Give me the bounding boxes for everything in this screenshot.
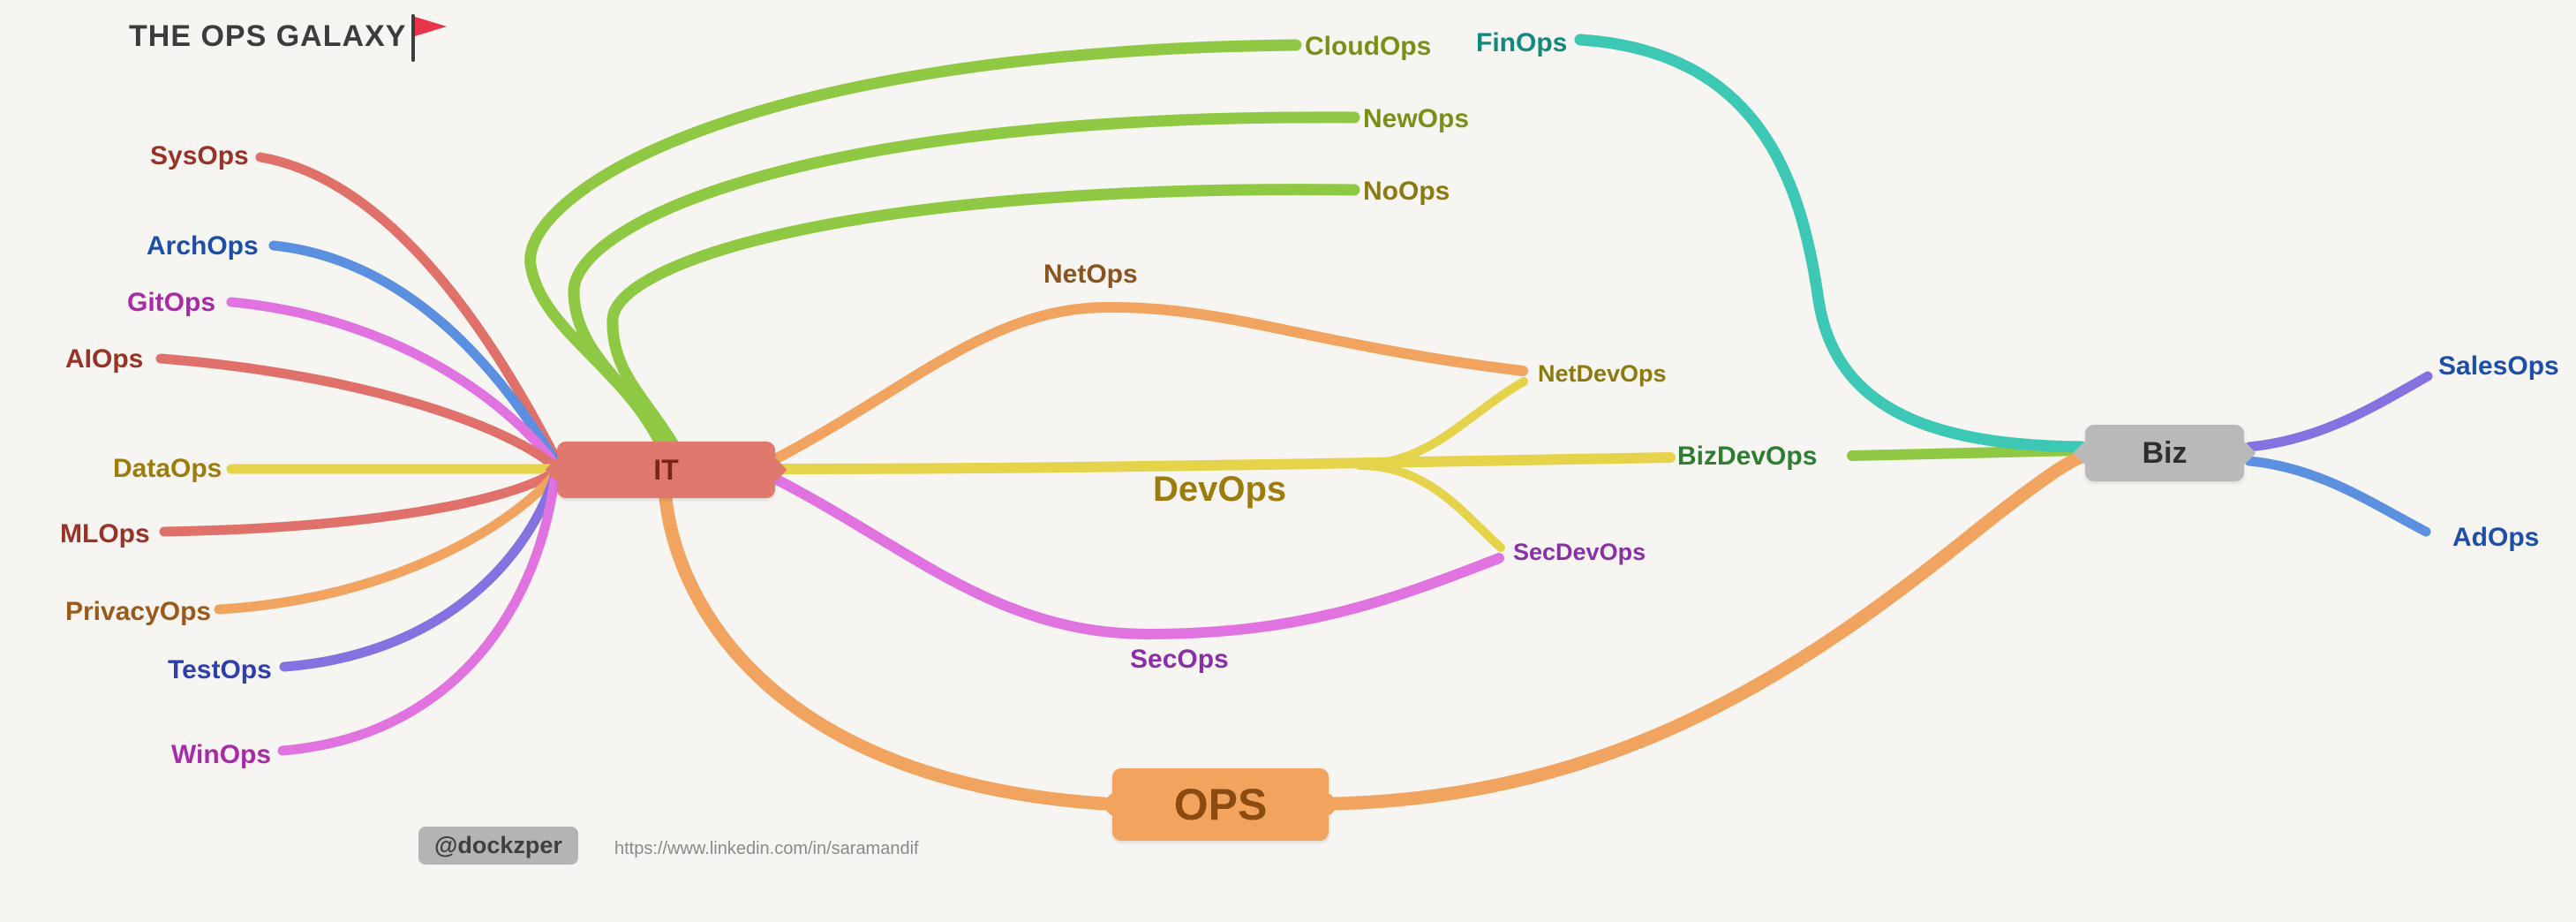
label-secops: SecOps — [1130, 645, 1229, 674]
branch-adops — [2244, 456, 2431, 537]
label-dataops: DataOps — [113, 454, 222, 483]
label-netdevops: NetDevOps — [1538, 360, 1667, 387]
branch-salesops — [2244, 371, 2433, 452]
node-it-label: IT — [653, 453, 679, 486]
branch-sysops — [255, 152, 560, 461]
branch-netops — [770, 301, 1528, 465]
link-it-ops — [659, 491, 1111, 811]
label-privacyops: PrivacyOps — [65, 597, 212, 626]
branch-privacyops — [214, 470, 560, 615]
node-ops-label: OPS — [1173, 780, 1268, 829]
branch-aiops — [155, 353, 560, 472]
branch-devops-main — [770, 452, 1676, 474]
label-sysops: SysOps — [150, 141, 249, 170]
label-bizdevops: BizDevOps — [1677, 442, 1818, 471]
branch-noops — [606, 184, 1360, 450]
label-testops: TestOps — [168, 655, 272, 684]
branch-cloudops — [524, 39, 1302, 450]
branch-winops — [277, 475, 560, 756]
branch-secops — [770, 473, 1504, 640]
node-ops: OPS — [1112, 768, 1329, 841]
label-noops: NoOps — [1363, 177, 1450, 206]
link-ops-biz — [1328, 450, 2087, 811]
branch-archops — [268, 240, 560, 465]
branch-testops — [279, 472, 560, 672]
label-archops: ArchOps — [147, 231, 259, 261]
label-finops: FinOps — [1476, 28, 1568, 57]
red-flag-icon — [408, 12, 450, 66]
label-netops: NetOps — [1043, 260, 1138, 289]
label-devops: DevOps — [1153, 470, 1287, 509]
label-winops: WinOps — [171, 740, 272, 769]
label-secdevops: SecDevOps — [1513, 539, 1646, 565]
label-newops: NewOps — [1363, 104, 1470, 133]
branch-finops — [1574, 34, 2088, 453]
label-aiops: AIOps — [65, 344, 144, 374]
page-title: THE OPS GALAXY — [129, 19, 407, 53]
label-salesops: SalesOps — [2438, 351, 2559, 381]
label-gitops: GitOps — [127, 288, 216, 317]
author-handle-badge: @dockzper — [418, 827, 578, 865]
branch-devops-fork-netdevops — [1355, 377, 1528, 469]
label-cloudops: CloudOps — [1305, 32, 1432, 61]
label-mlops: MLOps — [60, 519, 150, 548]
node-biz-label: Biz — [2142, 435, 2188, 470]
node-it: IT — [557, 442, 775, 498]
branch-mlops — [159, 467, 560, 537]
branch-newops — [568, 111, 1360, 450]
linkedin-url-text: https://www.linkedin.com/in/saramandif — [614, 839, 919, 858]
branch-devops-fork-secdevops — [1355, 461, 1505, 552]
node-biz: Biz — [2085, 425, 2244, 481]
branch-gitops — [226, 297, 560, 469]
label-adops: AdOps — [2452, 523, 2540, 552]
